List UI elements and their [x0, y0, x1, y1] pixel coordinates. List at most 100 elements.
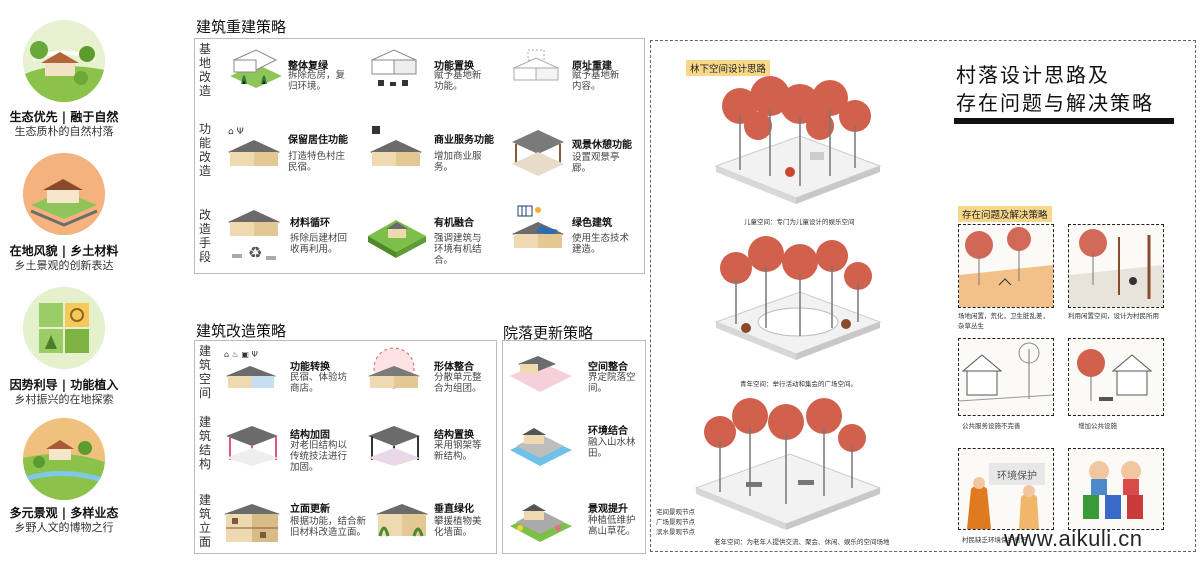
- rebuild-item-title-3: 原址重建: [572, 61, 612, 72]
- renovate-group-label-2: 建筑结构: [198, 415, 211, 471]
- legend-item-1: 宅间景观节点: [656, 508, 695, 516]
- problem-caption-3: 公共服务设施不完善: [962, 422, 1021, 430]
- renovate-item-title-3: 结构加固: [290, 430, 330, 441]
- left-sub-3: 乡村振兴的在地探索: [14, 393, 114, 406]
- rebuild-group-label-1: 基地改造: [198, 42, 211, 98]
- problem-illustration-2: [1068, 224, 1164, 308]
- renovate-item-desc-1: 民宿、体验坊商店。: [290, 372, 348, 394]
- vertical-greening-icon: [376, 504, 428, 537]
- problem-illustration-3: [958, 338, 1054, 416]
- left-title-2: 在地风貌 | 乡土材料: [9, 244, 119, 258]
- problem-illustration-4: [1068, 338, 1164, 416]
- problems-tag: 存在问题及解决策略: [958, 206, 1052, 222]
- renovate-item-title-5: 立面更新: [290, 504, 330, 515]
- rebuild-item-desc-7: 拆除后建材回收再利用。: [290, 233, 348, 255]
- organic-integration-icon: [368, 220, 426, 258]
- courtyard-item-title-1: 空间整合: [588, 362, 628, 373]
- watermark-text: www.aikuli.cn: [1004, 526, 1143, 551]
- environment-combine-icon: [510, 428, 572, 466]
- rebuild-item-desc-3: 赋予基地新内容。: [572, 70, 620, 92]
- form-integrate-icon: [368, 347, 420, 389]
- local-style-circle-icon: [23, 153, 105, 235]
- eco-village-circle-icon: [23, 20, 105, 102]
- courtyard-item-title-3: 景观提升: [588, 504, 628, 515]
- svg-text:♻: ♻: [248, 243, 262, 262]
- renovate-item-desc-6: 攀援植物美化墙面。: [434, 516, 482, 538]
- function-puzzle-circle-icon: [23, 287, 105, 369]
- courtyard-item-desc-1: 界定院落空间。: [588, 372, 636, 394]
- rebuild-item-desc-9: 使用生态技术建造。: [572, 233, 630, 255]
- rebuild-group-label-2: 功能改造: [198, 122, 211, 178]
- left-title-3: 因势利导 | 功能植入: [9, 378, 119, 392]
- renovate-item-title-4: 结构置换: [434, 430, 474, 441]
- left-title-1: 生态优先 | 融于自然: [9, 110, 119, 124]
- landscape-circle-icon: [23, 418, 105, 500]
- problem-illustration-5: 环境保护: [958, 448, 1054, 530]
- rebuild-item-title-6: 观景休憩功能: [572, 140, 632, 151]
- function-swap-house-icon: [370, 49, 418, 86]
- rebuild-item-title-4: 保留居住功能: [288, 135, 348, 146]
- rebuild-item-desc-2: 赋予基地新功能。: [434, 70, 482, 92]
- youth-space-illustration: [714, 236, 882, 360]
- facade-update-icon: [224, 504, 280, 542]
- renovate-item-desc-4: 采用钢架等新结构。: [434, 440, 482, 462]
- problem-caption-1: 场地闲置，荒化，卫生脏乱差，杂草丛生: [958, 312, 1049, 330]
- rebuild-section-title: 建筑重建策略: [196, 18, 287, 36]
- rebuild-onsite-house-icon: [512, 49, 560, 81]
- renovate-item-desc-3: 对老旧结构以传统技法进行加固。: [290, 440, 348, 473]
- legend-item-2: 广场景观节点: [656, 518, 695, 526]
- legend-item-3: 滨水景观节点: [656, 528, 695, 536]
- problem-caption-5: 村民缺乏环境保护意识: [962, 536, 1027, 544]
- renovate-item-title-2: 形体整合: [434, 362, 474, 373]
- green-building-solar-icon: [512, 205, 564, 248]
- forest-space-frame: [650, 40, 1196, 552]
- left-sub-2: 乡土景观的创新表达: [14, 259, 114, 272]
- left-title-4: 多元景观 | 多样业态: [9, 506, 119, 520]
- left-sub-4: 乡野人文的博物之行: [14, 521, 114, 534]
- rebuild-item-title-5: 商业服务功能: [434, 135, 494, 146]
- regreen-house-icon: [230, 49, 282, 88]
- courtyard-item-desc-2: 融入山水林田。: [588, 437, 636, 459]
- children-space-illustration: [714, 76, 882, 204]
- problem-caption-2: 利用闲置空间，设计为村民所用: [1068, 312, 1159, 320]
- left-sub-1: 生态质朴的自然村落: [14, 125, 114, 138]
- rebuild-group-label-3: 改造手段: [198, 208, 211, 264]
- title-underline-bar: [954, 118, 1174, 124]
- problem-caption-4: 增加公共设施: [1078, 422, 1117, 430]
- landscape-improve-icon: [510, 504, 572, 542]
- elderly-space-illustration: [694, 398, 882, 530]
- rebuild-item-desc-6: 设置观景亭廊。: [572, 152, 620, 174]
- renovate-item-desc-2: 分散单元整合为组团。: [434, 372, 482, 394]
- village-title-line-1: 村落设计思路及: [956, 63, 1110, 87]
- residence-house-icon: ⌂ Ψ: [228, 127, 280, 166]
- renovate-group-label-3: 建筑立面: [198, 493, 211, 549]
- rebuild-item-desc-5: 增加商业服务。: [434, 151, 482, 173]
- renovate-item-desc-5: 根据功能，结合新旧材料改造立面。: [290, 516, 367, 538]
- renovate-item-title-1: 功能转换: [290, 362, 330, 373]
- forest-caption-2: 青年空间：举行活动和集会的广场空间。: [740, 380, 857, 388]
- rebuild-item-title-1: 整体复绿: [288, 61, 328, 72]
- space-integrate-icon: [510, 356, 572, 392]
- courtyard-item-desc-3: 种植低维护高山草花。: [588, 515, 636, 537]
- renovate-group-label-1: 建筑空间: [198, 344, 211, 400]
- renovate-section-title: 建筑改造策略: [196, 322, 287, 340]
- forest-space-tag: 林下空间设计思路: [686, 60, 771, 76]
- forest-caption-3: 老年空间：为老年人提供交流、聚会、休闲、娱乐的空间场地: [714, 538, 890, 546]
- sign-text: 环境保护: [997, 469, 1037, 482]
- village-title-line-2: 存在问题与解决策略: [956, 91, 1154, 115]
- rebuild-item-desc-4: 打造特色村庄民宿。: [288, 151, 346, 173]
- courtyard-item-title-2: 环境结合: [588, 426, 628, 437]
- rebuild-item-desc-8: 强调建筑与环境有机结合。: [434, 233, 482, 266]
- material-recycle-icon: ♻: [228, 210, 280, 262]
- courtyard-section-title: 院落更新策略: [503, 324, 594, 342]
- forest-caption-1: 儿童空间：专门为儿童设计的娱乐空间: [744, 218, 855, 226]
- rebuild-item-title-8: 有机融合: [434, 218, 474, 229]
- problem-illustration-1: [958, 224, 1054, 308]
- structure-reinforce-icon: [226, 426, 278, 466]
- structure-replace-icon: [368, 426, 420, 466]
- svg-text:⌂ ♨ ▣ Ψ: ⌂ ♨ ▣ Ψ: [224, 350, 258, 359]
- rebuild-item-title-2: 功能置换: [434, 61, 474, 72]
- pavilion-icon: [512, 130, 564, 176]
- problem-illustration-6: [1068, 448, 1164, 530]
- rebuild-item-title-7: 材料循环: [290, 218, 330, 229]
